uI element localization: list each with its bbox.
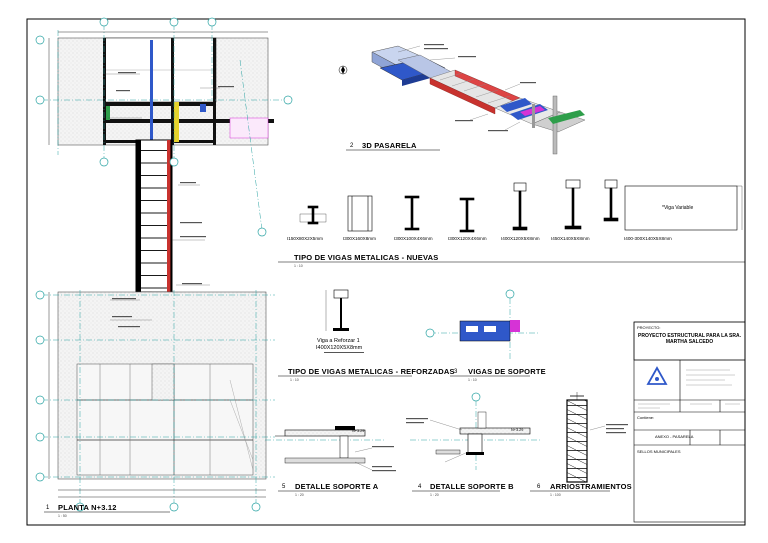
beam-section-label: I400-300X140X5X8mm [624,236,672,241]
project-name: PROYECTO ESTRUCTURAL PARA LA SRA. MARTHA… [638,333,741,345]
reinforced-beam-line1: Viga a Reforzar 1 [317,338,360,344]
level-mark-b: N+3.29 [511,428,524,432]
beam-section-label: I150X80X2X5mm [287,236,324,241]
support-b-detail [410,392,540,470]
bracing-view [566,392,606,483]
view-3-title: VIGAS DE SOPORTE [468,367,546,376]
reinforced-beams-scale: 1 : 10 [290,378,299,382]
beam-section-label: I300X160X8mm [343,236,376,241]
municipal-stamp-label: SELLOS MUNICIPALES [637,449,681,454]
beam-section-label: I400X120X5X8mm [501,236,540,241]
view-4-title: DETALLE SOPORTE B [430,482,514,491]
reinforced-beam-line2: I400X120X5X8mm [316,345,363,351]
walkway-3d-view [338,45,586,155]
variable-beam-note: *Viga Variable [662,205,694,211]
view-1-scale: 1 : 50 [58,514,67,518]
view-6-number: 6 [537,484,541,490]
view-5-title: DETALLE SOPORTE A [295,482,379,491]
company-logo-icon [646,366,668,385]
view-1-number: 1 [46,505,50,511]
beam-section-label: I300X100X4X6mm [394,236,433,241]
walkway [135,139,173,293]
view-5-number: 5 [282,484,286,490]
view-5-scale: 1 : 20 [295,493,304,497]
beam-section-label: I450X140X5X8mm [551,236,590,241]
grid-bubble-icon [35,17,293,512]
content-label: Contiene: [637,415,655,420]
annotation-marks [112,44,628,472]
support-beams-view [425,289,540,360]
reinforced-beams-title: TIPO DE VIGAS METALICAS - REFORZADAS [288,367,455,376]
plan-view [35,17,293,512]
view-2-title: 3D PASARELA [362,141,417,150]
level-mark-a: N+3.29 [352,429,365,433]
new-beams-title: TIPO DE VIGAS METALICAS - NUEVAS [294,253,439,262]
view-3-scale: 1 : 10 [468,378,477,382]
view-1-title: PLANTA N+3.12 [58,503,117,512]
reinforced-beam-section [325,289,349,331]
view-3-number: 3 [454,369,458,375]
compass-icon [338,65,348,75]
support-a-detail [265,426,385,471]
beam-section-label: I300X120X4X6mm [448,236,487,241]
view-4-scale: 1 : 20 [430,493,439,497]
sheet-border [26,18,746,526]
title-block [633,321,746,523]
view-6-title: ARRIOSTRAMIENTOS [550,482,632,491]
new-beam-sections [299,179,743,233]
content-value: ANEXO - PASARELA [655,434,694,439]
view-6-scale: 1 : 100 [550,493,561,497]
new-beams-scale: 1 : 10 [294,264,303,268]
view-4-number: 4 [418,484,422,490]
view-2-number: 2 [350,143,354,149]
project-label: PROYECTO: [637,325,661,330]
